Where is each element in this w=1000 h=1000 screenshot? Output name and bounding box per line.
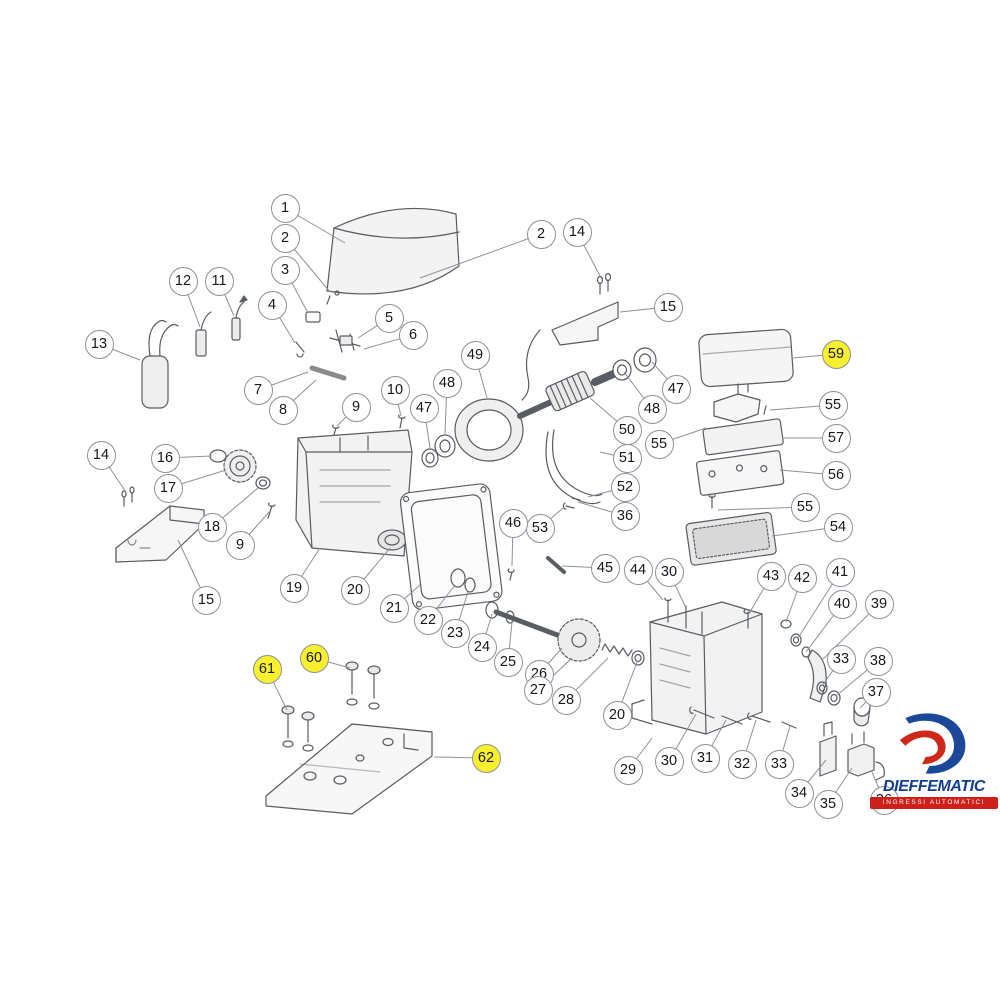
callout-2: 2 [270, 223, 300, 253]
callout-61: 61 [252, 654, 282, 684]
brand-logo: DIEFFEMATIC INGRESSI AUTOMATICI [870, 708, 998, 809]
callout-7: 7 [243, 375, 273, 405]
callout-62: 62 [471, 743, 501, 773]
callout-14: 14 [562, 217, 592, 247]
callout-60: 60 [299, 643, 329, 673]
callout-49: 49 [460, 340, 490, 370]
callout-47: 47 [661, 374, 691, 404]
callout-39: 39 [864, 589, 894, 619]
callout-21: 21 [379, 593, 409, 623]
callout-40: 40 [827, 589, 857, 619]
callout-9: 9 [341, 392, 371, 422]
callout-38: 38 [863, 646, 893, 676]
callout-14: 14 [86, 440, 116, 470]
callout-55: 55 [790, 492, 820, 522]
callout-17: 17 [153, 473, 183, 503]
callout-28: 28 [551, 685, 581, 715]
callout-35: 35 [813, 789, 843, 819]
callout-48: 48 [637, 394, 667, 424]
callout-55: 55 [818, 390, 848, 420]
callout-34: 34 [784, 778, 814, 808]
callout-48: 48 [432, 368, 462, 398]
callout-2: 2 [526, 219, 556, 249]
callout-27: 27 [523, 675, 553, 705]
callout-12: 12 [168, 266, 198, 296]
callout-20: 20 [340, 575, 370, 605]
callout-33: 33 [764, 749, 794, 779]
callout-33: 33 [826, 644, 856, 674]
callout-56: 56 [821, 460, 851, 490]
callout-44: 44 [623, 555, 653, 585]
callout-29: 29 [613, 755, 643, 785]
callout-4: 4 [257, 290, 287, 320]
callout-54: 54 [823, 512, 853, 542]
callout-19: 19 [279, 573, 309, 603]
callout-31: 31 [690, 743, 720, 773]
callout-11: 11 [204, 266, 234, 296]
callout-25: 25 [493, 647, 523, 677]
callout-18: 18 [197, 512, 227, 542]
callout-50: 50 [612, 415, 642, 445]
callout-16: 16 [150, 443, 180, 473]
callout-46: 46 [498, 508, 528, 538]
callout-52: 52 [610, 472, 640, 502]
callout-15: 15 [653, 292, 683, 322]
brand-tagline: INGRESSI AUTOMATICI [870, 797, 998, 809]
callout-42: 42 [787, 563, 817, 593]
callout-9: 9 [225, 530, 255, 560]
callout-45: 45 [590, 553, 620, 583]
callout-10: 10 [380, 375, 410, 405]
callout-23: 23 [440, 618, 470, 648]
callout-6: 6 [398, 320, 428, 350]
callout-3: 3 [270, 255, 300, 285]
callout-51: 51 [612, 443, 642, 473]
callout-15: 15 [191, 585, 221, 615]
callout-30: 30 [654, 746, 684, 776]
callout-30: 30 [654, 557, 684, 587]
callout-13: 13 [84, 329, 114, 359]
callout-53: 53 [525, 513, 555, 543]
callout-32: 32 [727, 749, 757, 779]
callout-41: 41 [825, 557, 855, 587]
callout-1: 1 [270, 193, 300, 223]
brand-name: DIEFFEMATIC [883, 778, 985, 795]
callout-55: 55 [644, 429, 674, 459]
brand-logo-mark [899, 713, 966, 774]
callout-57: 57 [821, 423, 851, 453]
callout-22: 22 [413, 605, 443, 635]
callout-24: 24 [467, 632, 497, 662]
callout-8: 8 [268, 395, 298, 425]
callout-37: 37 [861, 677, 891, 707]
callout-5: 5 [374, 303, 404, 333]
callout-36: 36 [610, 501, 640, 531]
callout-47: 47 [409, 393, 439, 423]
callout-59: 59 [821, 339, 851, 369]
callout-20: 20 [602, 700, 632, 730]
callout-43: 43 [756, 561, 786, 591]
